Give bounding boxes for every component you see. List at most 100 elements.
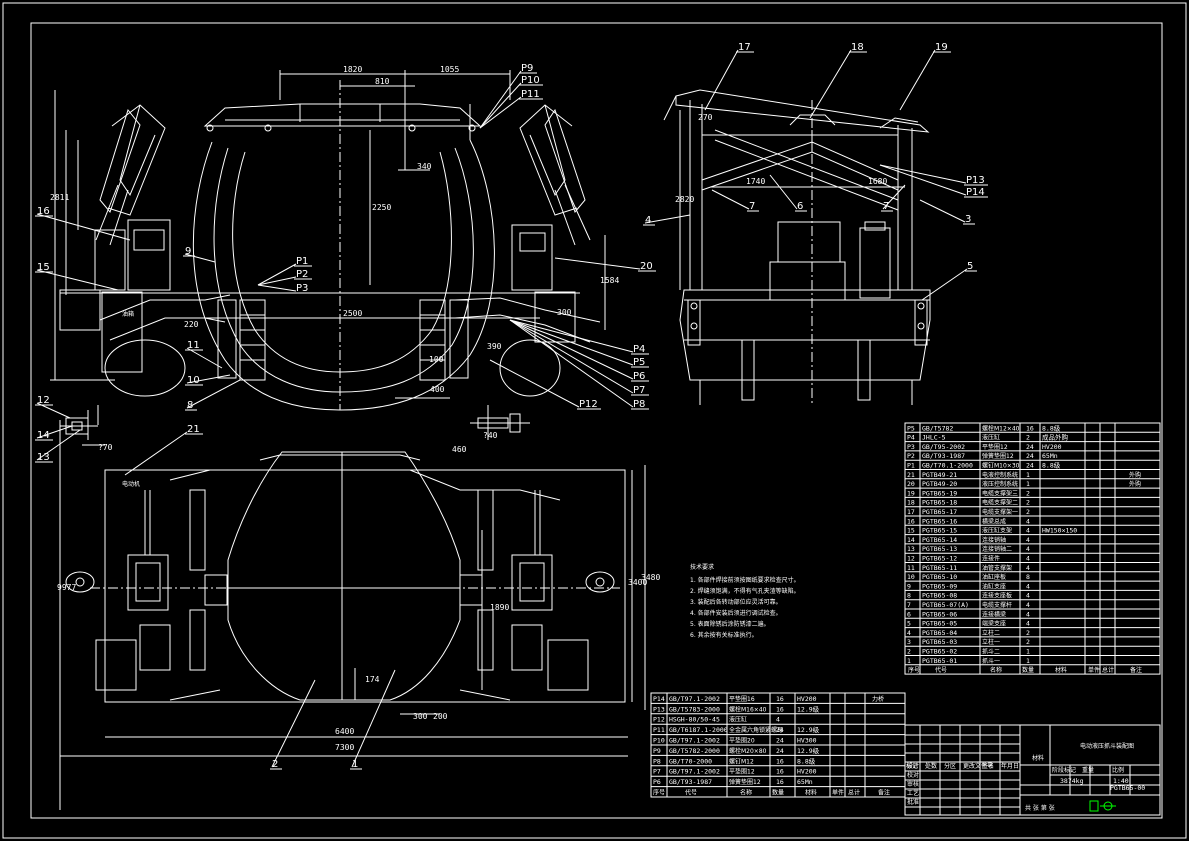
parts-cell-qty: 2 (1026, 499, 1030, 507)
parts-cell-name: 弹簧垫圈12 (729, 778, 761, 786)
parts-cell-name: 液压缸 (982, 434, 1000, 442)
parts-cell-name: 油缸座板 (982, 573, 1006, 581)
parts-cell-code: GB/T70-2000 (669, 757, 712, 765)
leader-label: P4 (633, 344, 645, 355)
leader-label: 12 (37, 395, 50, 406)
parts-cell-no: 12 (907, 555, 915, 563)
dimension-label: 3480 (641, 573, 660, 582)
dimension-label: 340 (417, 162, 432, 171)
leader-label: 21 (187, 424, 200, 435)
parts-cell-qty: 4 (1026, 582, 1030, 590)
parts-cell-no: 20 (907, 480, 915, 488)
leader-line (479, 96, 522, 129)
leader-line (36, 425, 73, 439)
parts-cell-name: 油缸支座 (982, 582, 1006, 590)
parts-cell-qty: 1 (1026, 480, 1030, 488)
notes-line: 4. 各部件安装后须进行调试检查。 (690, 609, 782, 617)
parts-cell-name: 螺栓M20×80 (729, 747, 767, 755)
leader-label: 11 (187, 340, 200, 351)
parts-cell-qty: 4 (1026, 620, 1030, 628)
parts-header-cell: 总计 (1102, 666, 1114, 674)
parts-cell-code: PGTB65-16 (922, 517, 957, 525)
leader-label: P6 (633, 371, 645, 382)
title-role: 设计 (907, 762, 919, 770)
parts-cell-code: GB/T5782-2000 (669, 747, 720, 755)
notes-line: 3. 装配后各转动部位应灵活可靠。 (690, 598, 782, 606)
leader-line (769, 174, 798, 210)
parts-cell-name: 螺钉M12 (729, 757, 754, 765)
front-view (50, 70, 606, 411)
parts-cell-code: PGTB65-14 (922, 536, 957, 544)
title-stage: 重量 (1082, 766, 1094, 774)
dimension-label: 9977 (57, 583, 76, 592)
dimension-label: 400 (430, 385, 445, 394)
parts-cell-no: 3 (907, 638, 911, 646)
parts-cell-no: 1 (907, 657, 911, 665)
parts-cell-no: 14 (907, 536, 915, 544)
parts-cell-qty: 1 (1026, 471, 1030, 479)
parts-cell-qty: 4 (1026, 592, 1030, 600)
detail-bolt (470, 405, 530, 440)
parts-cell-name: 全金属六角锁紧螺母 (729, 726, 783, 734)
dimension-label: 6400 (335, 727, 354, 736)
parts-cell-no: P2 (907, 452, 915, 460)
parts-cell-no: P13 (653, 705, 665, 713)
parts-cell-name: 抓斗二 (982, 648, 1000, 656)
parts-header-cell: 代号 (935, 666, 947, 674)
leader-line (644, 214, 691, 224)
dimension-label: 100 (429, 355, 444, 364)
parts-cell-qty: 16 (776, 778, 784, 786)
parts-header-cell: 名称 (990, 666, 1002, 674)
title-sheet: 共 张 第 张 (1025, 804, 1055, 812)
parts-cell-code: GB/T95-2002 (922, 443, 965, 451)
parts-cell-code: GB/T97.1-2002 (669, 768, 720, 776)
dimension-label: 1820 (343, 65, 362, 74)
leader-label: P3 (296, 283, 308, 294)
parts-cell-code: PGTB65-15 (922, 527, 957, 535)
leader-label: P14 (966, 187, 985, 198)
parts-cell-code: GB/T93-1987 (922, 452, 965, 460)
parts-cell-qty: 24 (1026, 452, 1034, 460)
title-stage: 比例 (1112, 766, 1124, 774)
leader-line (186, 374, 231, 384)
parts-cell-name: 螺钉M10×30 (982, 462, 1020, 470)
parts-cell-no: 4 (907, 629, 911, 637)
parts-cell-name: 连接销轴 (982, 536, 1006, 544)
leader-label: 17 (738, 42, 751, 53)
leader-label: P8 (633, 399, 645, 410)
leader-line (271, 679, 316, 768)
leader-line (257, 284, 297, 292)
parts-cell-name: 立柱一 (982, 638, 1000, 646)
parts-header-cell: 单件 (832, 789, 844, 797)
leader-label: 15 (37, 262, 50, 273)
parts-cell-no: 19 (907, 489, 915, 497)
dimension-label: 2811 (50, 193, 69, 202)
parts-cell-material: 12.9级 (797, 704, 820, 713)
drawing-weight: 3874kg (1060, 777, 1084, 785)
parts-cell-name: 横梁总成 (982, 517, 1006, 525)
parts-cell-material: 12.9级 (797, 746, 820, 755)
parts-cell-code: PGTB65-04 (922, 629, 957, 637)
parts-cell-no: 17 (907, 508, 915, 516)
parts-cell-name: 电缆支撑杆 (982, 601, 1012, 609)
leader-line (921, 268, 968, 301)
leader-line (184, 253, 216, 263)
leader-line (879, 164, 967, 184)
parts-cell-name: 平垫圈16 (729, 695, 755, 703)
parts-cell-no: P4 (907, 434, 915, 442)
parts-cell-no: 7 (907, 601, 911, 609)
dimension-label: 810 (375, 77, 390, 86)
drawing-scale: 1:40 (1113, 777, 1129, 785)
parts-cell-qty: 4 (776, 716, 780, 724)
dimension-label: 2500 (343, 309, 362, 318)
side-view (663, 89, 931, 405)
parts-cell-qty: 24 (776, 747, 784, 755)
leader-label: P12 (579, 399, 598, 410)
parts-cell-qty: 4 (1026, 517, 1030, 525)
dimension-label: 2820 (675, 195, 694, 204)
parts-cell-material: 8.8级 (797, 756, 816, 765)
parts-cell-code: PGTB65-03 (922, 638, 957, 646)
parts-cell-code: GB/T70.1-2000 (922, 462, 973, 470)
parts-cell-no: 5 (907, 620, 911, 628)
